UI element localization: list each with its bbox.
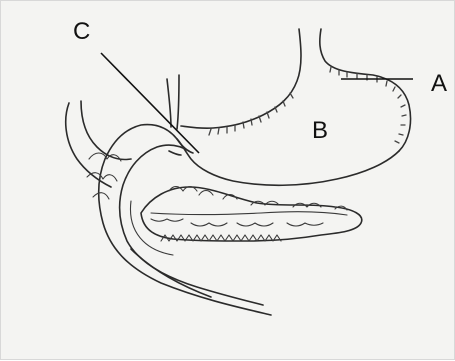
cystic-duct [81, 101, 131, 160]
pancreas-lobules [151, 187, 347, 227]
gallbladder-outline [66, 103, 111, 187]
common-duct [131, 201, 174, 255]
label-b: B [312, 119, 328, 143]
pancreatic-duct [151, 212, 347, 215]
label-a: A [431, 72, 447, 96]
esophagus-right-wall [320, 29, 411, 151]
leader-c [101, 53, 199, 153]
stomach-lower-outline [177, 139, 399, 185]
bile-duct-right [177, 75, 179, 129]
bile-duct-left [167, 79, 171, 127]
label-c: C [73, 20, 90, 44]
stomach-rugae-top [209, 93, 293, 135]
stomach-fundus-outline [181, 29, 301, 128]
